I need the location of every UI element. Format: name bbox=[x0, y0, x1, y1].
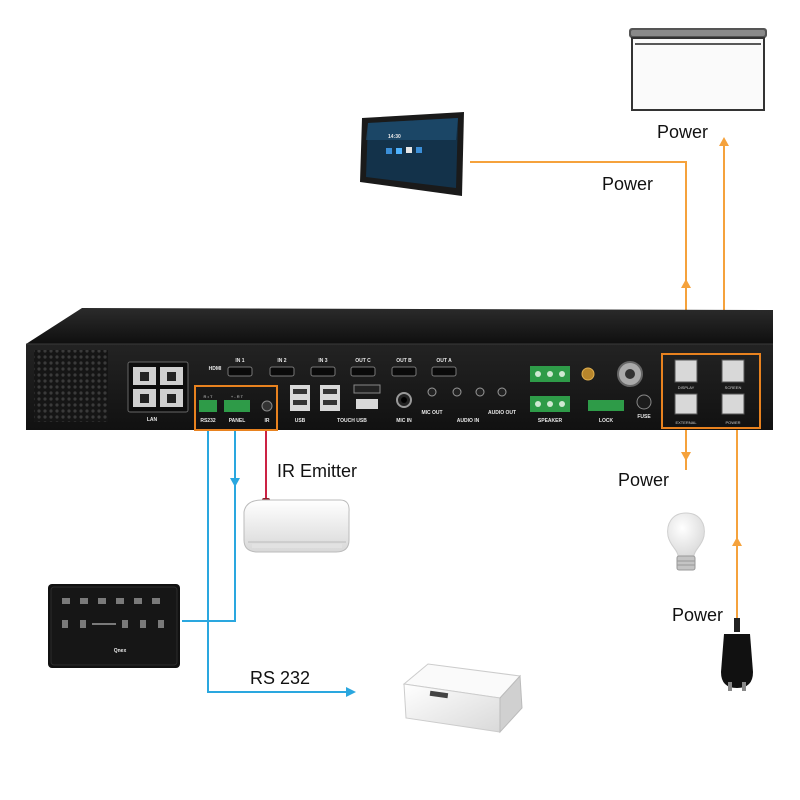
speaker-terminals: SPEAKER bbox=[530, 366, 570, 424]
in3-label: IN 3 bbox=[318, 358, 327, 364]
ir-emitter-label: IR Emitter bbox=[277, 461, 357, 481]
arrow-down-light bbox=[681, 452, 691, 461]
air-conditioner bbox=[243, 499, 350, 553]
screen-outlet-label: SCREEN bbox=[725, 385, 742, 390]
arrow-up-screen bbox=[719, 137, 729, 146]
arrow-down-panel bbox=[230, 478, 240, 487]
panel-port-label: PANEL bbox=[229, 418, 246, 424]
outa-label: OUT A bbox=[436, 358, 452, 364]
audio-out-label: AUDIO OUT bbox=[488, 410, 516, 416]
antenna-connector bbox=[581, 367, 595, 381]
lan-ports: LAN bbox=[127, 361, 189, 423]
arrow-up-display bbox=[681, 279, 691, 288]
panel-brand: Qnex bbox=[114, 648, 127, 654]
rs232-line bbox=[207, 420, 346, 693]
power-outlets bbox=[674, 359, 745, 415]
interactive-display: 14:30 bbox=[360, 112, 464, 196]
usb-label: USB bbox=[295, 418, 306, 424]
bnc-connector bbox=[617, 361, 643, 387]
display-outlet-label: DISPLAY bbox=[678, 385, 695, 390]
audio-ports: MIC IN MIC OUT AUDIO IN AUDIO OUT bbox=[396, 387, 516, 424]
power-label-light: Power bbox=[618, 470, 669, 490]
power-lines bbox=[470, 140, 738, 618]
outb-label: OUT B bbox=[396, 358, 412, 364]
rs232-label: RS 232 bbox=[250, 668, 310, 688]
control-ports-highlight bbox=[194, 385, 278, 431]
power-line-display bbox=[470, 161, 687, 336]
power-inlet-label: POWER bbox=[725, 420, 740, 425]
ventilation-grille bbox=[34, 350, 108, 422]
control-arrows bbox=[230, 478, 356, 697]
power-cord bbox=[721, 618, 753, 691]
external-outlet-label: EXTERNAL bbox=[675, 420, 697, 425]
power-arrows bbox=[681, 137, 742, 546]
fuse-label: FUSE bbox=[637, 414, 651, 420]
display-time: 14:30 bbox=[388, 134, 401, 140]
svg-text:R • T: R • T bbox=[204, 394, 213, 399]
hdmi-ports bbox=[227, 366, 457, 377]
speaker-label: SPEAKER bbox=[538, 418, 563, 424]
ir-port-label: IR bbox=[265, 418, 270, 424]
touch-usb-label: TOUCH USB bbox=[337, 418, 367, 424]
lock-terminal bbox=[588, 400, 624, 411]
lock-label: LOCK bbox=[599, 418, 614, 424]
arrow-up-input bbox=[732, 537, 742, 546]
mic-in-label: MIC IN bbox=[396, 418, 412, 424]
power-label-input: Power bbox=[672, 605, 723, 625]
projection-screen bbox=[629, 28, 767, 111]
audio-in-label: AUDIO IN bbox=[457, 418, 480, 424]
lan-label: LAN bbox=[147, 417, 158, 423]
fuse-holder bbox=[636, 394, 652, 410]
power-outlets-highlight bbox=[661, 353, 761, 429]
outc-label: OUT C bbox=[355, 358, 371, 364]
hdmi-label: HDMI bbox=[209, 366, 222, 372]
power-label-screen: Power bbox=[657, 122, 708, 142]
rs232-port-label: RS232 bbox=[200, 418, 216, 424]
power-label-display: Power bbox=[602, 174, 653, 194]
in2-label: IN 2 bbox=[277, 358, 286, 364]
in1-label: IN 1 bbox=[235, 358, 244, 364]
svg-text:+ - R T: + - R T bbox=[231, 394, 244, 399]
mic-out-label: MIC OUT bbox=[421, 410, 442, 416]
usb-ports: USB TOUCH USB bbox=[290, 384, 381, 424]
arrow-right-rs232 bbox=[346, 687, 356, 697]
control-ports: R • T + - R T RS232 PANEL IR bbox=[199, 394, 273, 424]
projector bbox=[402, 663, 523, 734]
light-bulb bbox=[667, 512, 705, 571]
control-box: LAN R • T + - R T RS232 PANEL IR HDMI IN… bbox=[26, 308, 773, 431]
touch-control-panel: Qnex bbox=[48, 584, 180, 668]
